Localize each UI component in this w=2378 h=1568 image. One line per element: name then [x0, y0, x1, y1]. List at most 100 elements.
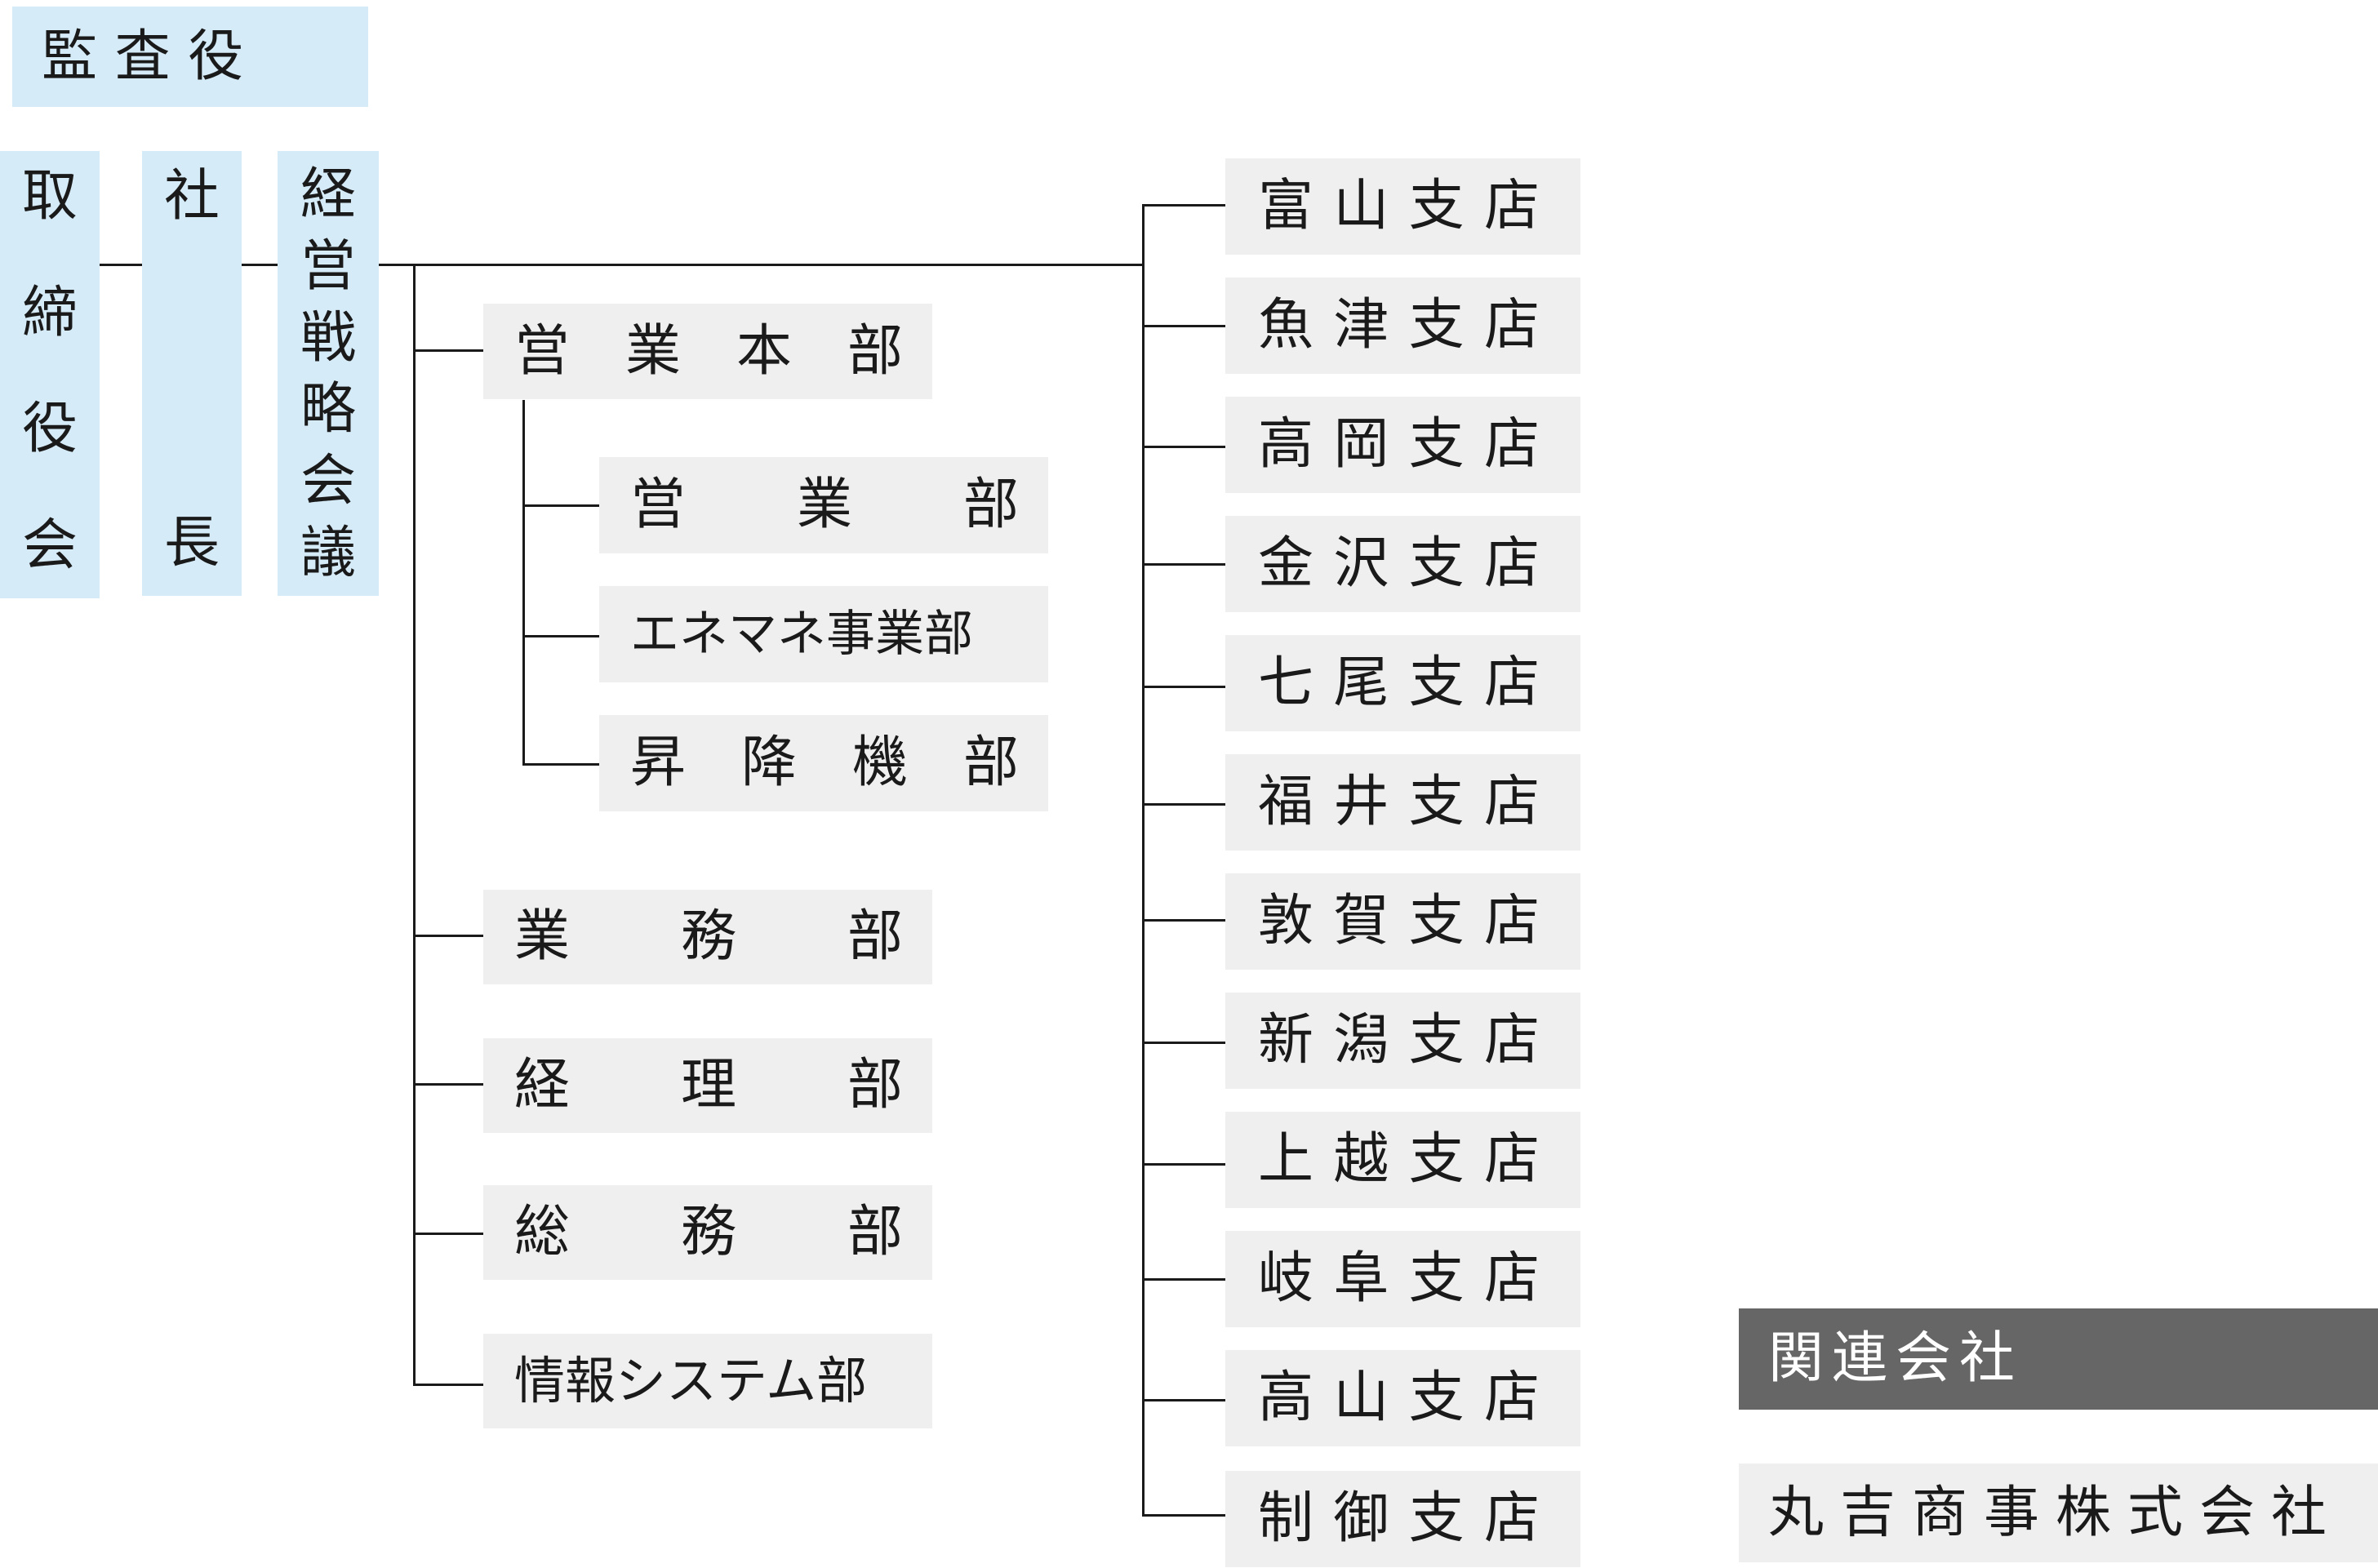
branch-6-char-0: 敦	[1258, 889, 1314, 953]
branch-4-char-2: 支	[1408, 651, 1465, 715]
tick-dept-1	[413, 1083, 483, 1086]
strategy-council-box-char-2: 戦	[300, 305, 356, 371]
board-box: 取締役会	[0, 151, 100, 598]
affiliates-heading: 関連会社	[1768, 1326, 2024, 1391]
president-box-char-1: 長	[163, 511, 220, 575]
sales-hq-box: 営業本部	[483, 304, 932, 399]
branch-10-char-3: 店	[1483, 1366, 1540, 1430]
dept-box-1-char-2: 部	[847, 1053, 903, 1117]
connector-board-president	[100, 264, 142, 266]
branch-0-char-1: 山	[1333, 174, 1389, 238]
branch-2-char-0: 高	[1258, 412, 1314, 477]
tick-dept-0	[413, 935, 483, 937]
sales-child-box-2-char-2: 機	[851, 731, 908, 795]
branch-4-char-1: 尾	[1333, 651, 1389, 715]
tick-branch-4	[1142, 686, 1225, 688]
branch-3-char-0: 金	[1258, 531, 1314, 596]
board-box-char-0: 取	[21, 164, 78, 229]
sales-hq-box-char-1: 業	[625, 318, 681, 384]
tick-dept-3	[413, 1384, 483, 1386]
dept-box-1-char-0: 経	[514, 1053, 571, 1117]
dept-box-3: 情報システム部	[483, 1334, 932, 1428]
branch-2-char-3: 店	[1483, 412, 1540, 477]
sales-child-label-1: エネマネ事業部	[630, 606, 973, 663]
branch-5-char-0: 福	[1258, 770, 1314, 834]
dept-box-2-char-2: 部	[847, 1200, 903, 1264]
tick-sales-hq	[413, 349, 483, 352]
strategy-council-box-char-4: 会	[300, 449, 356, 514]
branch-6-char-3: 店	[1483, 889, 1540, 953]
spine-departments	[413, 264, 416, 1386]
dept-box-2: 総務部	[483, 1185, 932, 1280]
spine-branches	[1142, 204, 1145, 1517]
dept-box-1-char-1: 理	[680, 1053, 736, 1117]
branch-3-char-3: 店	[1483, 531, 1540, 596]
tick-branch-9	[1142, 1278, 1225, 1281]
branch-10-char-0: 高	[1258, 1366, 1314, 1430]
dept-box-0-char-1: 務	[680, 904, 736, 969]
dept-box-0-char-2: 部	[847, 904, 903, 969]
tick-branch-8	[1142, 1163, 1225, 1166]
sales-hq-box-char-0: 営	[514, 318, 571, 384]
sales-child-box-2-char-0: 昇	[630, 731, 687, 795]
branch-7-char-1: 潟	[1333, 1008, 1389, 1073]
branch-1-char-1: 津	[1333, 293, 1389, 358]
branch-box-10: 高山支店	[1225, 1350, 1580, 1446]
branch-10-char-2: 支	[1408, 1366, 1465, 1430]
branch-0-char-0: 富	[1258, 174, 1314, 238]
branch-7-char-2: 支	[1408, 1008, 1465, 1073]
branch-6-char-1: 賀	[1333, 889, 1389, 953]
branch-6-char-2: 支	[1408, 889, 1465, 953]
tick-sales-child-1	[522, 635, 599, 637]
branch-0-char-3: 店	[1483, 174, 1540, 238]
strategy-council-box-char-1: 営	[300, 233, 356, 299]
sales-child-box-0-char-2: 部	[962, 473, 1019, 537]
branch-7-char-0: 新	[1258, 1008, 1314, 1073]
branch-11-char-2: 支	[1408, 1486, 1465, 1551]
branch-box-2: 高岡支店	[1225, 397, 1580, 493]
branch-box-5: 福井支店	[1225, 754, 1580, 851]
branch-9-char-0: 岐	[1258, 1246, 1314, 1311]
branch-11-char-3: 店	[1483, 1486, 1540, 1551]
auditor-label: 監 査 役	[42, 24, 244, 89]
tick-branch-0	[1142, 204, 1225, 207]
board-box-char-1: 締	[21, 280, 78, 345]
branch-7-char-3: 店	[1483, 1008, 1540, 1073]
dept-box-1: 経理部	[483, 1038, 932, 1133]
dept-label-3: 情報システム部	[514, 1351, 868, 1410]
branch-box-3: 金沢支店	[1225, 516, 1580, 612]
branch-box-11: 制御支店	[1225, 1471, 1580, 1567]
branch-9-char-1: 阜	[1333, 1246, 1389, 1311]
tick-sales-child-2	[522, 763, 599, 766]
strategy-council-box-char-3: 略	[300, 377, 356, 442]
strategy-council-box-char-0: 経	[300, 162, 356, 227]
branch-box-9: 岐阜支店	[1225, 1231, 1580, 1327]
branch-box-8: 上越支店	[1225, 1112, 1580, 1208]
sales-child-box-1: エネマネ事業部	[599, 586, 1048, 682]
branch-3-char-2: 支	[1408, 531, 1465, 596]
branch-11-char-0: 制	[1258, 1486, 1314, 1551]
branch-10-char-1: 山	[1333, 1366, 1389, 1430]
strategy-council-box: 経営戦略会議	[278, 151, 379, 596]
president-box-char-0: 社	[163, 164, 220, 229]
branch-5-char-2: 支	[1408, 770, 1465, 834]
branch-box-1: 魚津支店	[1225, 278, 1580, 374]
sales-child-box-0: 営業部	[599, 457, 1048, 553]
sales-child-box-2-char-1: 降	[740, 731, 797, 795]
tick-branch-1	[1142, 325, 1225, 327]
branch-box-0: 富山支店	[1225, 158, 1580, 255]
branch-4-char-0: 七	[1258, 651, 1314, 715]
sales-hq-box-char-3: 部	[847, 318, 903, 384]
branch-9-char-2: 支	[1408, 1246, 1465, 1311]
branch-3-char-1: 沢	[1333, 531, 1389, 596]
tick-branch-7	[1142, 1042, 1225, 1044]
branch-5-char-3: 店	[1483, 770, 1540, 834]
branch-4-char-3: 店	[1483, 651, 1540, 715]
branch-1-char-0: 魚	[1258, 293, 1314, 358]
affiliate-company-name: 丸吉商事株式会社	[1768, 1480, 2344, 1545]
tick-branch-10	[1142, 1399, 1225, 1401]
branch-8-char-2: 支	[1408, 1127, 1465, 1192]
dept-box-0-char-0: 業	[514, 904, 571, 969]
affiliate-company-box: 丸吉商事株式会社	[1739, 1464, 2378, 1562]
branch-2-char-2: 支	[1408, 412, 1465, 477]
